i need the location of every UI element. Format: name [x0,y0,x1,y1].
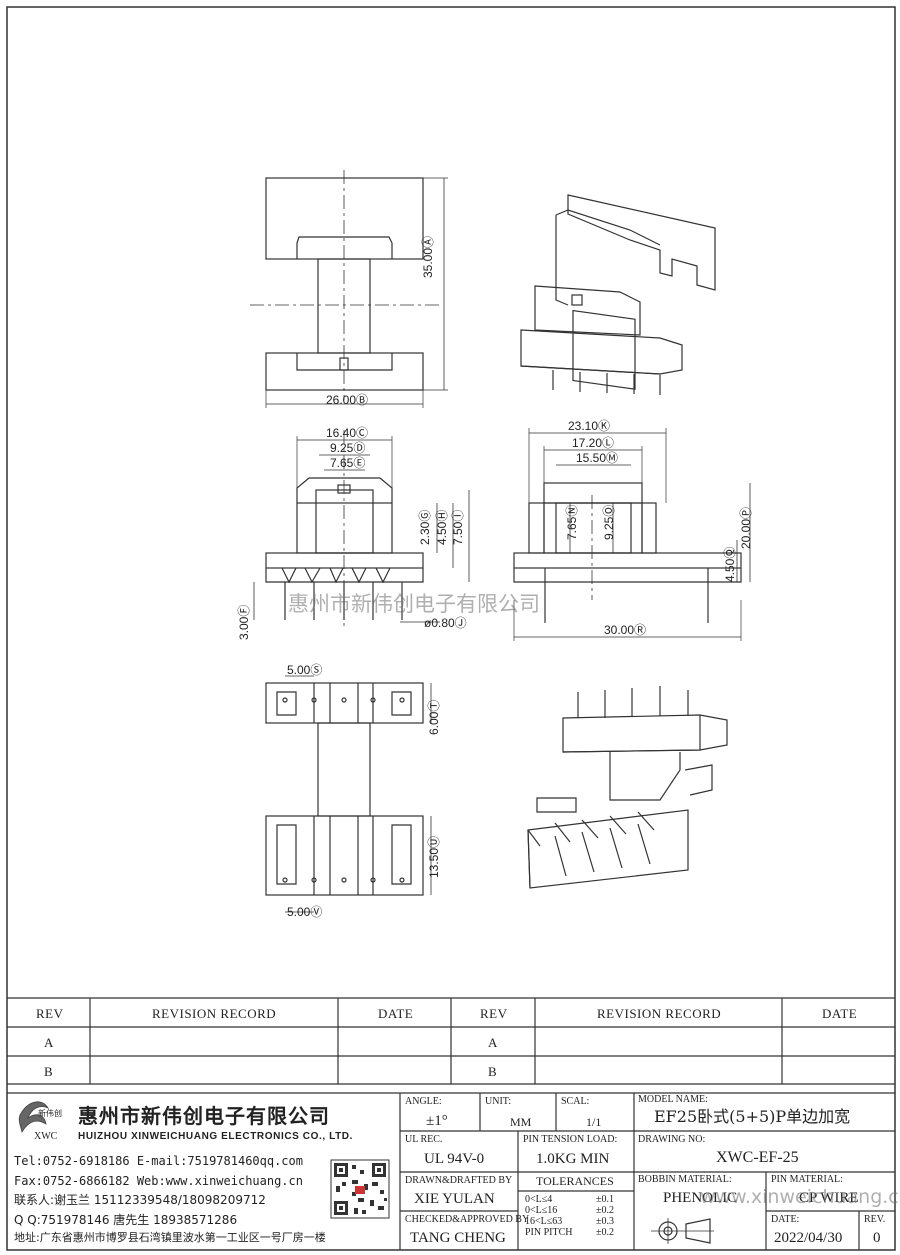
date-label: DATE: [771,1214,800,1225]
date-header-2: DATE [822,1006,858,1021]
sheet-border [6,6,896,1251]
dim-label-s: 5.00Ⓢ [287,663,323,677]
tol-range-4: PIN PITCH [525,1227,573,1238]
rev-value: 0 [873,1230,881,1246]
qr-code [330,1159,390,1219]
tol-value-2: ±0.2 [596,1205,614,1216]
dim-label-o: 9.25Ⓞ [602,504,616,540]
dim-label-m: 15.50Ⓜ [576,451,619,465]
model-name-value: EF25卧式(5+5)P单边加宽 [654,1107,851,1126]
angle-value: ±1° [426,1113,448,1129]
scale-value: 1/1 [586,1115,602,1129]
company-name-cn: 惠州市新伟创电子有限公司 [78,1104,330,1128]
dim-label-n: 7.65Ⓝ [565,504,579,540]
drawn-by-value: XIE YULAN [414,1191,495,1207]
watermark-company: 惠州市新伟创电子有限公司 [288,592,540,616]
contact-tel-email: Tel:0752-6918186 E-mail:7519781460qq.com [14,1154,303,1168]
ul-rec-label: UL REC. [405,1134,443,1145]
date-header-1: DATE [378,1006,414,1021]
drawing-no-value: XWC-EF-25 [716,1149,799,1166]
front-view [250,170,448,408]
dim-label-e: 7.65Ⓔ [330,456,366,470]
rev-header-2: REV [480,1006,508,1021]
side-view [253,430,470,630]
ul-rec-value: UL 94V-0 [424,1151,485,1167]
checked-by-label: CHECKED&APPROVED BY [405,1214,530,1225]
rev-row-b-left: B [44,1064,54,1079]
pin-tension-value: 1.0KG MIN [536,1151,610,1167]
date-value: 2022/04/30 [774,1230,843,1246]
scale-label: SCAL: [561,1096,590,1107]
revision-record-header-2: REVISION RECORD [597,1006,722,1021]
drawing-no-label: DRAWING NO: [638,1134,706,1145]
dim-label-k: 23.10Ⓚ [568,419,611,433]
company-name-en: HUIZHOU XINWEICHUANG ELECTRONICS CO., LT… [78,1131,354,1142]
checked-by-value: TANG CHENG [410,1230,506,1246]
bobbin-material-value: PHENOLIC [663,1190,738,1206]
dim-label-a: 35.00Ⓐ [421,235,435,278]
pin-material-label: PIN MATERIAL: [771,1174,843,1185]
dim-label-u: 13.50Ⓤ [427,835,441,878]
revision-table-grid [7,997,895,1094]
revision-record-header-1: REVISION RECORD [152,1006,277,1021]
company-address: 地址:广东省惠州市博罗县石湾镇里波水第一工业区一号厂房一楼 [14,1231,326,1244]
rev-row-a-right: A [488,1035,498,1050]
title-block-grid [399,1093,895,1250]
tol-range-1: 0<L≤4 [525,1194,553,1205]
dim-label-g: 2.30Ⓖ [418,509,432,545]
top-view [513,428,751,641]
dim-label-d: 9.25Ⓓ [330,441,366,455]
watermark-web: www.xinweichuang.cn [700,1186,900,1208]
tol-range-3: 16<L≤63 [525,1216,563,1227]
dim-label-t: 6.00Ⓣ [427,699,441,735]
tol-value-4: ±0.2 [596,1227,614,1238]
dim-label-r: 30.00Ⓡ [604,623,647,637]
dim-label-l: 17.20Ⓛ [572,436,615,450]
angle-label: ANGLE: [405,1096,442,1107]
contact-fax-web: Fax:0752-6866182 Web:www.xinweichuang.cn [14,1174,303,1188]
rev-header-1: REV [36,1006,64,1021]
model-name-label: MODEL NAME: [638,1094,708,1105]
dim-label-f: 3.00Ⓕ [237,604,251,640]
contact-qq: Q Q:751978146 唐先生 18938571286 [14,1213,238,1227]
unit-value: MM [510,1115,532,1129]
tol-range-2: 0<L≤16 [525,1205,558,1216]
unit-label: UNIT: [485,1096,512,1107]
tol-value-1: ±0.1 [596,1194,614,1205]
dim-label-b: 26.00Ⓑ [326,393,369,407]
bottom-view [265,675,432,913]
logo-small-text: 新伟创 [38,1109,62,1118]
logo-text: XWC [34,1131,58,1142]
contact-person: 联系人:谢玉兰 15112339548/18098209712 [14,1193,266,1207]
dim-label-p: 20.00Ⓟ [739,506,753,549]
projection-symbol-icon [651,1218,714,1244]
dim-label-i: 7.50Ⓘ [451,509,465,545]
pin-material-value: CP WIRE [799,1190,859,1206]
tolerances-label: TOLERANCES [536,1174,614,1188]
dim-label-q: 4.50Ⓠ [723,546,737,582]
rev-row-b-right: B [488,1064,498,1079]
dim-label-c: 16.40Ⓒ [326,426,369,440]
dim-label-j: ø0.80Ⓙ [424,616,467,630]
dim-label-h: 4.50Ⓗ [435,509,449,545]
isometric-view-top [520,194,716,395]
bobbin-material-label: BOBBIN MATERIAL: [638,1174,732,1185]
isometric-view-bottom [527,686,728,889]
drawn-by-label: DRAWN&DRAFTED BY [405,1175,513,1186]
pin-tension-label: PIN TENSION LOAD: [523,1134,618,1145]
company-logo-icon [18,1101,50,1134]
rev-row-a-left: A [44,1035,54,1050]
rev-label: REV. [864,1214,886,1225]
tol-value-3: ±0.3 [596,1216,614,1227]
dim-label-v: 5.00Ⓥ [287,905,323,919]
